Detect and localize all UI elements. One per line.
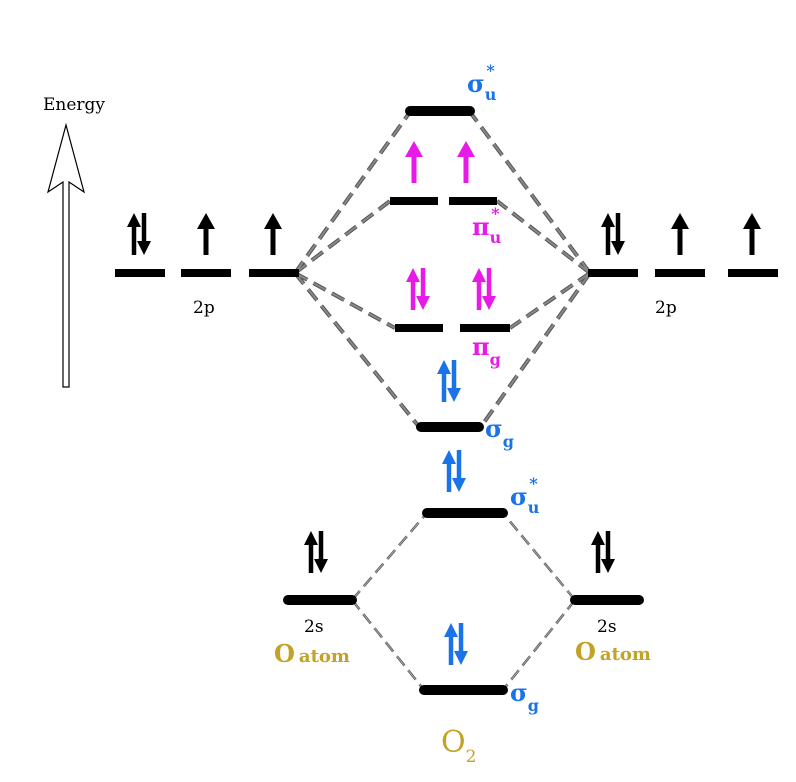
sigma-u-star-2s-level (422, 450, 508, 518)
sigma-u-star-2p-label: σu* (467, 61, 497, 104)
pi-g-levels (395, 268, 510, 332)
energy-label: Energy (43, 95, 105, 115)
energy-axis: Energy (43, 95, 105, 388)
left-2s-label: 2s (304, 617, 324, 637)
pi-u-star-levels (390, 141, 497, 205)
left-2p-label: 2p (193, 298, 215, 318)
sigma-g-2p-level (416, 360, 484, 432)
sigma-g-2s-level (419, 623, 508, 695)
sigma-g-2p-label: σg (485, 414, 514, 451)
left-2s-level (283, 531, 357, 605)
pi-g-label: πg (472, 332, 501, 369)
left-2p-levels (115, 213, 299, 277)
energy-arrow-icon (47, 122, 85, 388)
sigma-u-star-2s-label: σu* (510, 474, 540, 517)
sigma-g-2s-label: σg (510, 678, 539, 715)
pi-u-star-label: πu* (472, 204, 502, 247)
right-2s-label: 2s (597, 617, 617, 637)
right-2p-levels (588, 213, 778, 277)
right-2p-label: 2p (655, 298, 677, 318)
molecule-label: O2 (441, 725, 476, 767)
connectors-2s (351, 512, 576, 691)
right-2s-level (570, 531, 644, 605)
